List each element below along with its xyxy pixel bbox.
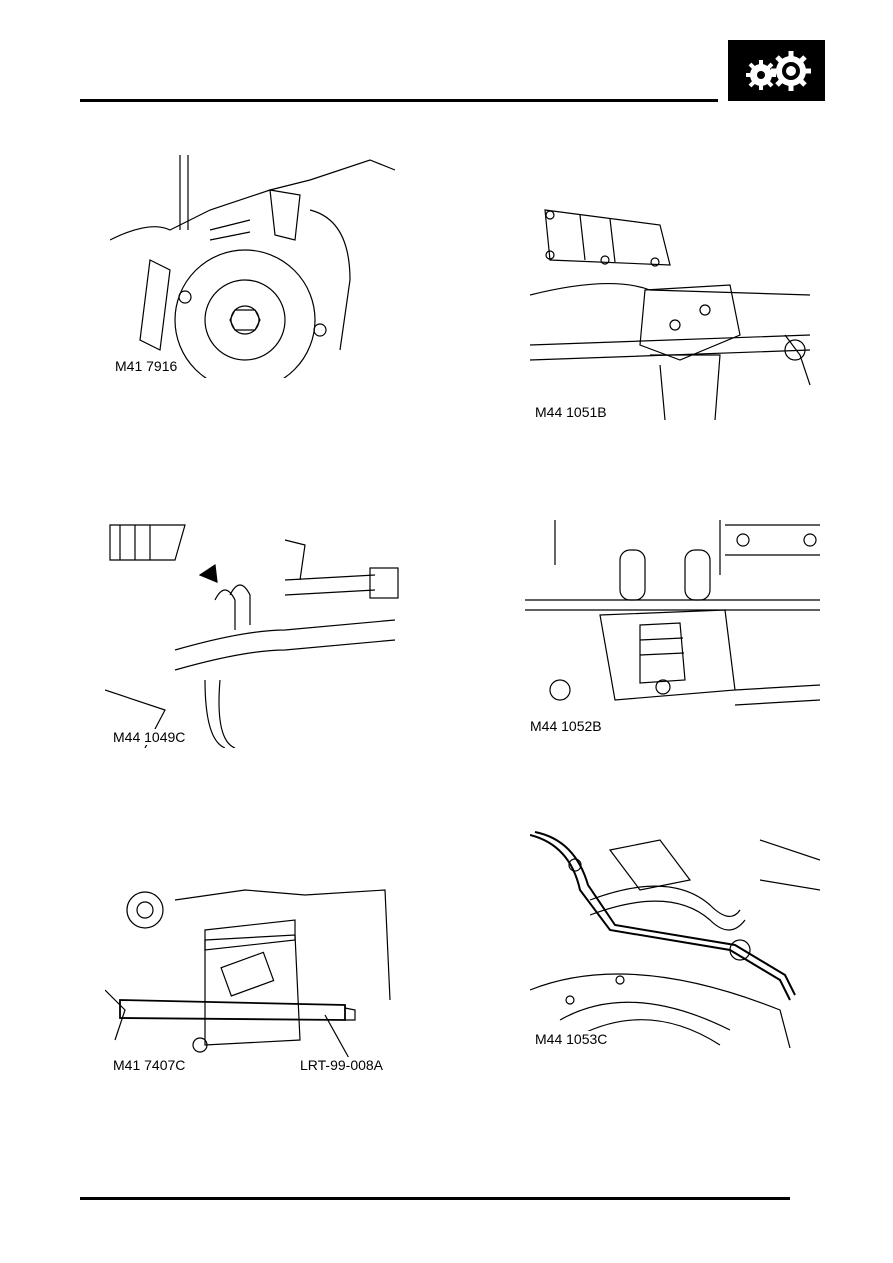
figure-1: M41 7916 <box>110 150 400 378</box>
header-rule <box>80 99 718 102</box>
figure-2: M44 1051B <box>530 205 820 423</box>
figure-label: M41 7407C <box>111 1057 188 1073</box>
support-tool-illustration <box>105 889 391 1061</box>
figure-4: M44 1052B <box>525 515 820 737</box>
figure-6: M44 1053C <box>530 830 820 1048</box>
figure-label: M44 1051B <box>533 404 609 420</box>
gears-icon <box>745 50 811 91</box>
engine-pulley-illustration <box>110 155 396 378</box>
figure-5: M41 7407C LRT-99-008A <box>105 860 395 1075</box>
figure-label: M41 7916 <box>113 358 180 374</box>
footer-rule <box>80 1197 790 1200</box>
section-badge <box>728 40 825 101</box>
figure-3: M44 1049C <box>105 520 400 748</box>
tool-label: LRT-99-008A <box>298 1057 386 1073</box>
mounting-bracket-illustration <box>530 209 811 421</box>
figure-label: M44 1053C <box>533 1031 610 1047</box>
hose-connector-illustration <box>105 524 399 748</box>
transmission-mount-illustration <box>525 520 820 706</box>
pipe-routing-illustration <box>530 831 820 1048</box>
figure-label: M44 1049C <box>111 729 188 745</box>
figure-label: M44 1052B <box>528 718 604 734</box>
